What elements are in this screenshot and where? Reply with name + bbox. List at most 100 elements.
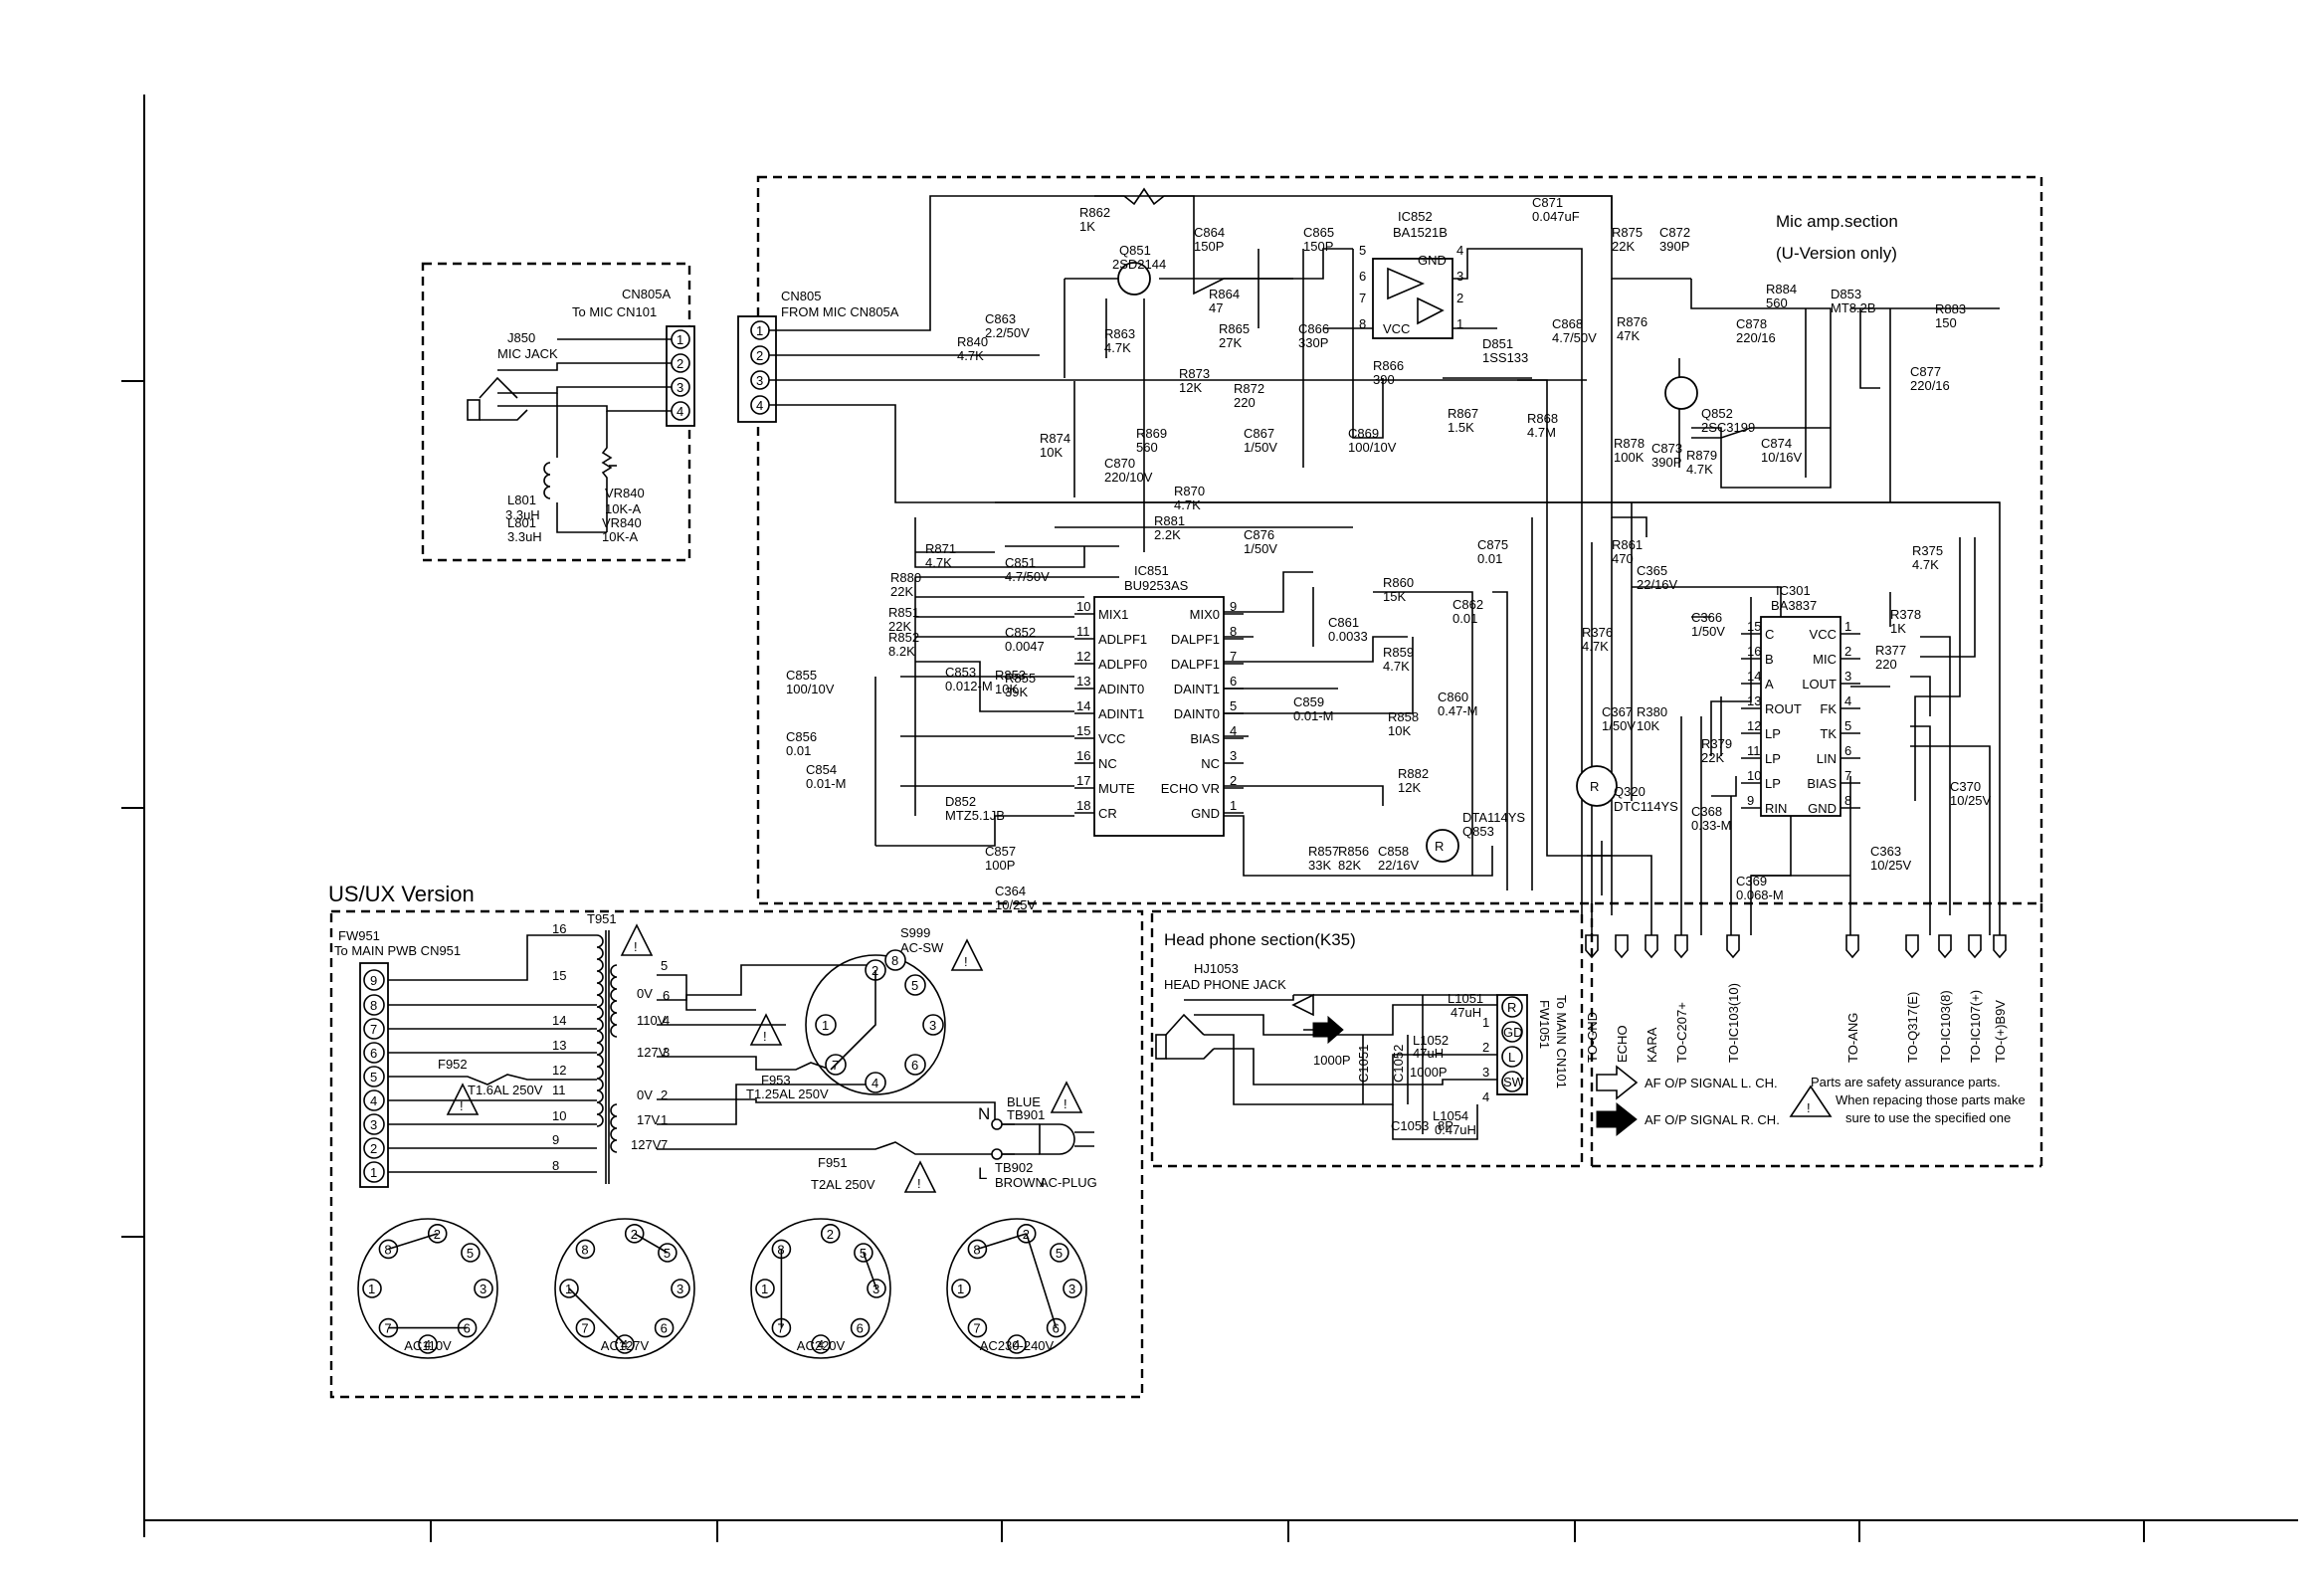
svg-text:1: 1 bbox=[677, 332, 683, 347]
s999-type: AC-SW bbox=[900, 940, 944, 955]
ic851-pin-name: GND bbox=[1191, 806, 1220, 821]
dial-pin-number: 2 bbox=[631, 1227, 638, 1242]
svg-text:10K-A: 10K-A bbox=[605, 501, 641, 516]
output-terminal-icon bbox=[1645, 934, 1658, 959]
ic851-pin-number: 4 bbox=[1230, 723, 1237, 738]
ic851-pin-number: 18 bbox=[1076, 798, 1090, 813]
transistor-q851: Q851 2SD2144 bbox=[1112, 243, 1166, 296]
cn805a-ref: CN805A bbox=[622, 287, 671, 301]
winding-pin-number: 12 bbox=[552, 1063, 566, 1078]
component-ref: R860 bbox=[1383, 575, 1414, 590]
ic851-pin-number: 9 bbox=[1230, 599, 1237, 614]
headphone-section: HJ1053 HEAD PHONE JACK FW1051 To MAIN CN… bbox=[1155, 961, 1569, 1140]
dial-pin bbox=[654, 1317, 675, 1338]
ic301-pin-number: 13 bbox=[1747, 693, 1761, 708]
component-value: 0.0033 bbox=[1328, 629, 1368, 644]
component-ref: R873 bbox=[1179, 366, 1210, 381]
svg-text:GD: GD bbox=[1503, 1025, 1523, 1040]
component-ref: C854 bbox=[806, 762, 837, 777]
component-ref: C367 bbox=[1602, 704, 1633, 719]
switch-pin-number: 8 bbox=[891, 953, 898, 968]
component-value: 150P bbox=[1303, 239, 1333, 254]
ic851-pin-name: CR bbox=[1098, 806, 1117, 821]
dial-pin-number: 1 bbox=[761, 1282, 768, 1296]
connector-pin-number: 4 bbox=[370, 1093, 377, 1108]
component-ref: C878 bbox=[1736, 316, 1767, 331]
ic301-pin-number: 4 bbox=[1844, 693, 1851, 708]
connector-pin bbox=[363, 1018, 385, 1040]
svg-text:C1052: C1052 bbox=[1391, 1045, 1406, 1083]
component-value: 10/25V bbox=[995, 897, 1037, 912]
component-value: 0.0047 bbox=[1005, 639, 1045, 654]
dial-pin bbox=[1007, 1334, 1027, 1354]
mic-amp-section-box bbox=[756, 175, 2043, 905]
dial-pin bbox=[575, 1239, 596, 1260]
dial-pin bbox=[811, 1334, 831, 1354]
connector-pin-number: 8 bbox=[370, 998, 377, 1013]
dial-pin-number: 7 bbox=[581, 1321, 588, 1336]
component-value: 1.5K bbox=[1448, 420, 1474, 435]
component-ref: R858 bbox=[1388, 709, 1419, 724]
component-ref: R874 bbox=[1040, 431, 1070, 446]
svg-text:8P: 8P bbox=[1438, 1118, 1453, 1133]
component-value: 1SS133 bbox=[1482, 350, 1528, 365]
output-label: TO-ANG bbox=[1845, 1013, 1860, 1063]
ac-setting-label: AC230-240V bbox=[980, 1338, 1055, 1353]
component-ref: R857 bbox=[1308, 844, 1339, 859]
component-value: 47 bbox=[1209, 300, 1223, 315]
tb902-color: BROWN bbox=[995, 1175, 1045, 1190]
component-value: MT8.2B bbox=[1831, 300, 1876, 315]
component-ref: R876 bbox=[1617, 314, 1647, 329]
svg-text:6: 6 bbox=[663, 988, 670, 1003]
cn805a-pins: 1 2 3 4 bbox=[671, 329, 690, 421]
ic301-pin-number: 15 bbox=[1747, 619, 1761, 634]
svg-text:C1053: C1053 bbox=[1391, 1118, 1429, 1133]
component-value: 4.7K bbox=[1104, 340, 1131, 355]
fw951-ref: FW951 bbox=[338, 928, 380, 943]
dial-pin-number: 6 bbox=[1053, 1321, 1060, 1336]
ic301-pin-name: B bbox=[1765, 652, 1774, 667]
component-ref: R883 bbox=[1935, 301, 1966, 316]
transistor-q320: R Q320 DTC114YS bbox=[1576, 765, 1678, 814]
component-value: 10K bbox=[1040, 445, 1063, 460]
svg-text:SW: SW bbox=[1503, 1075, 1525, 1089]
component-ref: R380 bbox=[1637, 704, 1667, 719]
component-ref: C365 bbox=[1637, 563, 1667, 578]
dial-pin bbox=[575, 1317, 596, 1338]
cn805-connector: CN805 FROM MIC CN805A 1 2 3 4 bbox=[737, 289, 899, 423]
connector-pin-number: 2 bbox=[370, 1141, 377, 1156]
component-value: 330P bbox=[1298, 335, 1328, 350]
q851-part: 2SD2144 bbox=[1112, 257, 1166, 272]
component-value: 4.7K bbox=[1912, 557, 1939, 572]
ic852: IC852 BA1521B GND VCC 5 6 7 8 4 3 2 1 bbox=[1359, 209, 1463, 339]
component-ref: R377 bbox=[1875, 643, 1906, 658]
component-ref: R872 bbox=[1234, 381, 1264, 396]
output-label: TO-(+)B9V bbox=[1993, 1000, 2008, 1063]
component-ref: R864 bbox=[1209, 287, 1240, 301]
component-ref: R862 bbox=[1079, 205, 1110, 220]
switch-pin bbox=[922, 1014, 944, 1036]
component-ref: C369 bbox=[1736, 874, 1767, 889]
tb901-ref: TB901 bbox=[1007, 1107, 1045, 1122]
output-label: TO-IC107(+) bbox=[1968, 990, 1983, 1063]
svg-text:1000P: 1000P bbox=[1313, 1053, 1351, 1068]
ic851-pin-number: 17 bbox=[1076, 773, 1090, 788]
svg-text:!: ! bbox=[634, 939, 638, 954]
q851-ref: Q851 bbox=[1119, 243, 1151, 258]
ac-dial bbox=[357, 1218, 498, 1359]
dial-pin bbox=[951, 1279, 971, 1298]
switch-pin-number: 6 bbox=[911, 1058, 918, 1073]
component-ref: R859 bbox=[1383, 645, 1414, 660]
ic851-left-pins: 10MIX111ADLPF112ADLPF013ADINT014ADINT115… bbox=[1074, 599, 1147, 821]
ic301-pin-name: LP bbox=[1765, 751, 1781, 766]
ac-dial bbox=[946, 1218, 1087, 1359]
component-value: 0.068-M bbox=[1736, 888, 1784, 902]
tb902-mark: L bbox=[978, 1164, 987, 1183]
ic301-pin-name: TK bbox=[1820, 726, 1837, 741]
ic852-ref: IC852 bbox=[1398, 209, 1433, 224]
component-ref: C862 bbox=[1452, 597, 1483, 612]
component-value: 1/50V bbox=[1691, 624, 1725, 639]
us-ux-section-box bbox=[329, 909, 1144, 1399]
component-value: 10/25V bbox=[1950, 793, 1992, 808]
